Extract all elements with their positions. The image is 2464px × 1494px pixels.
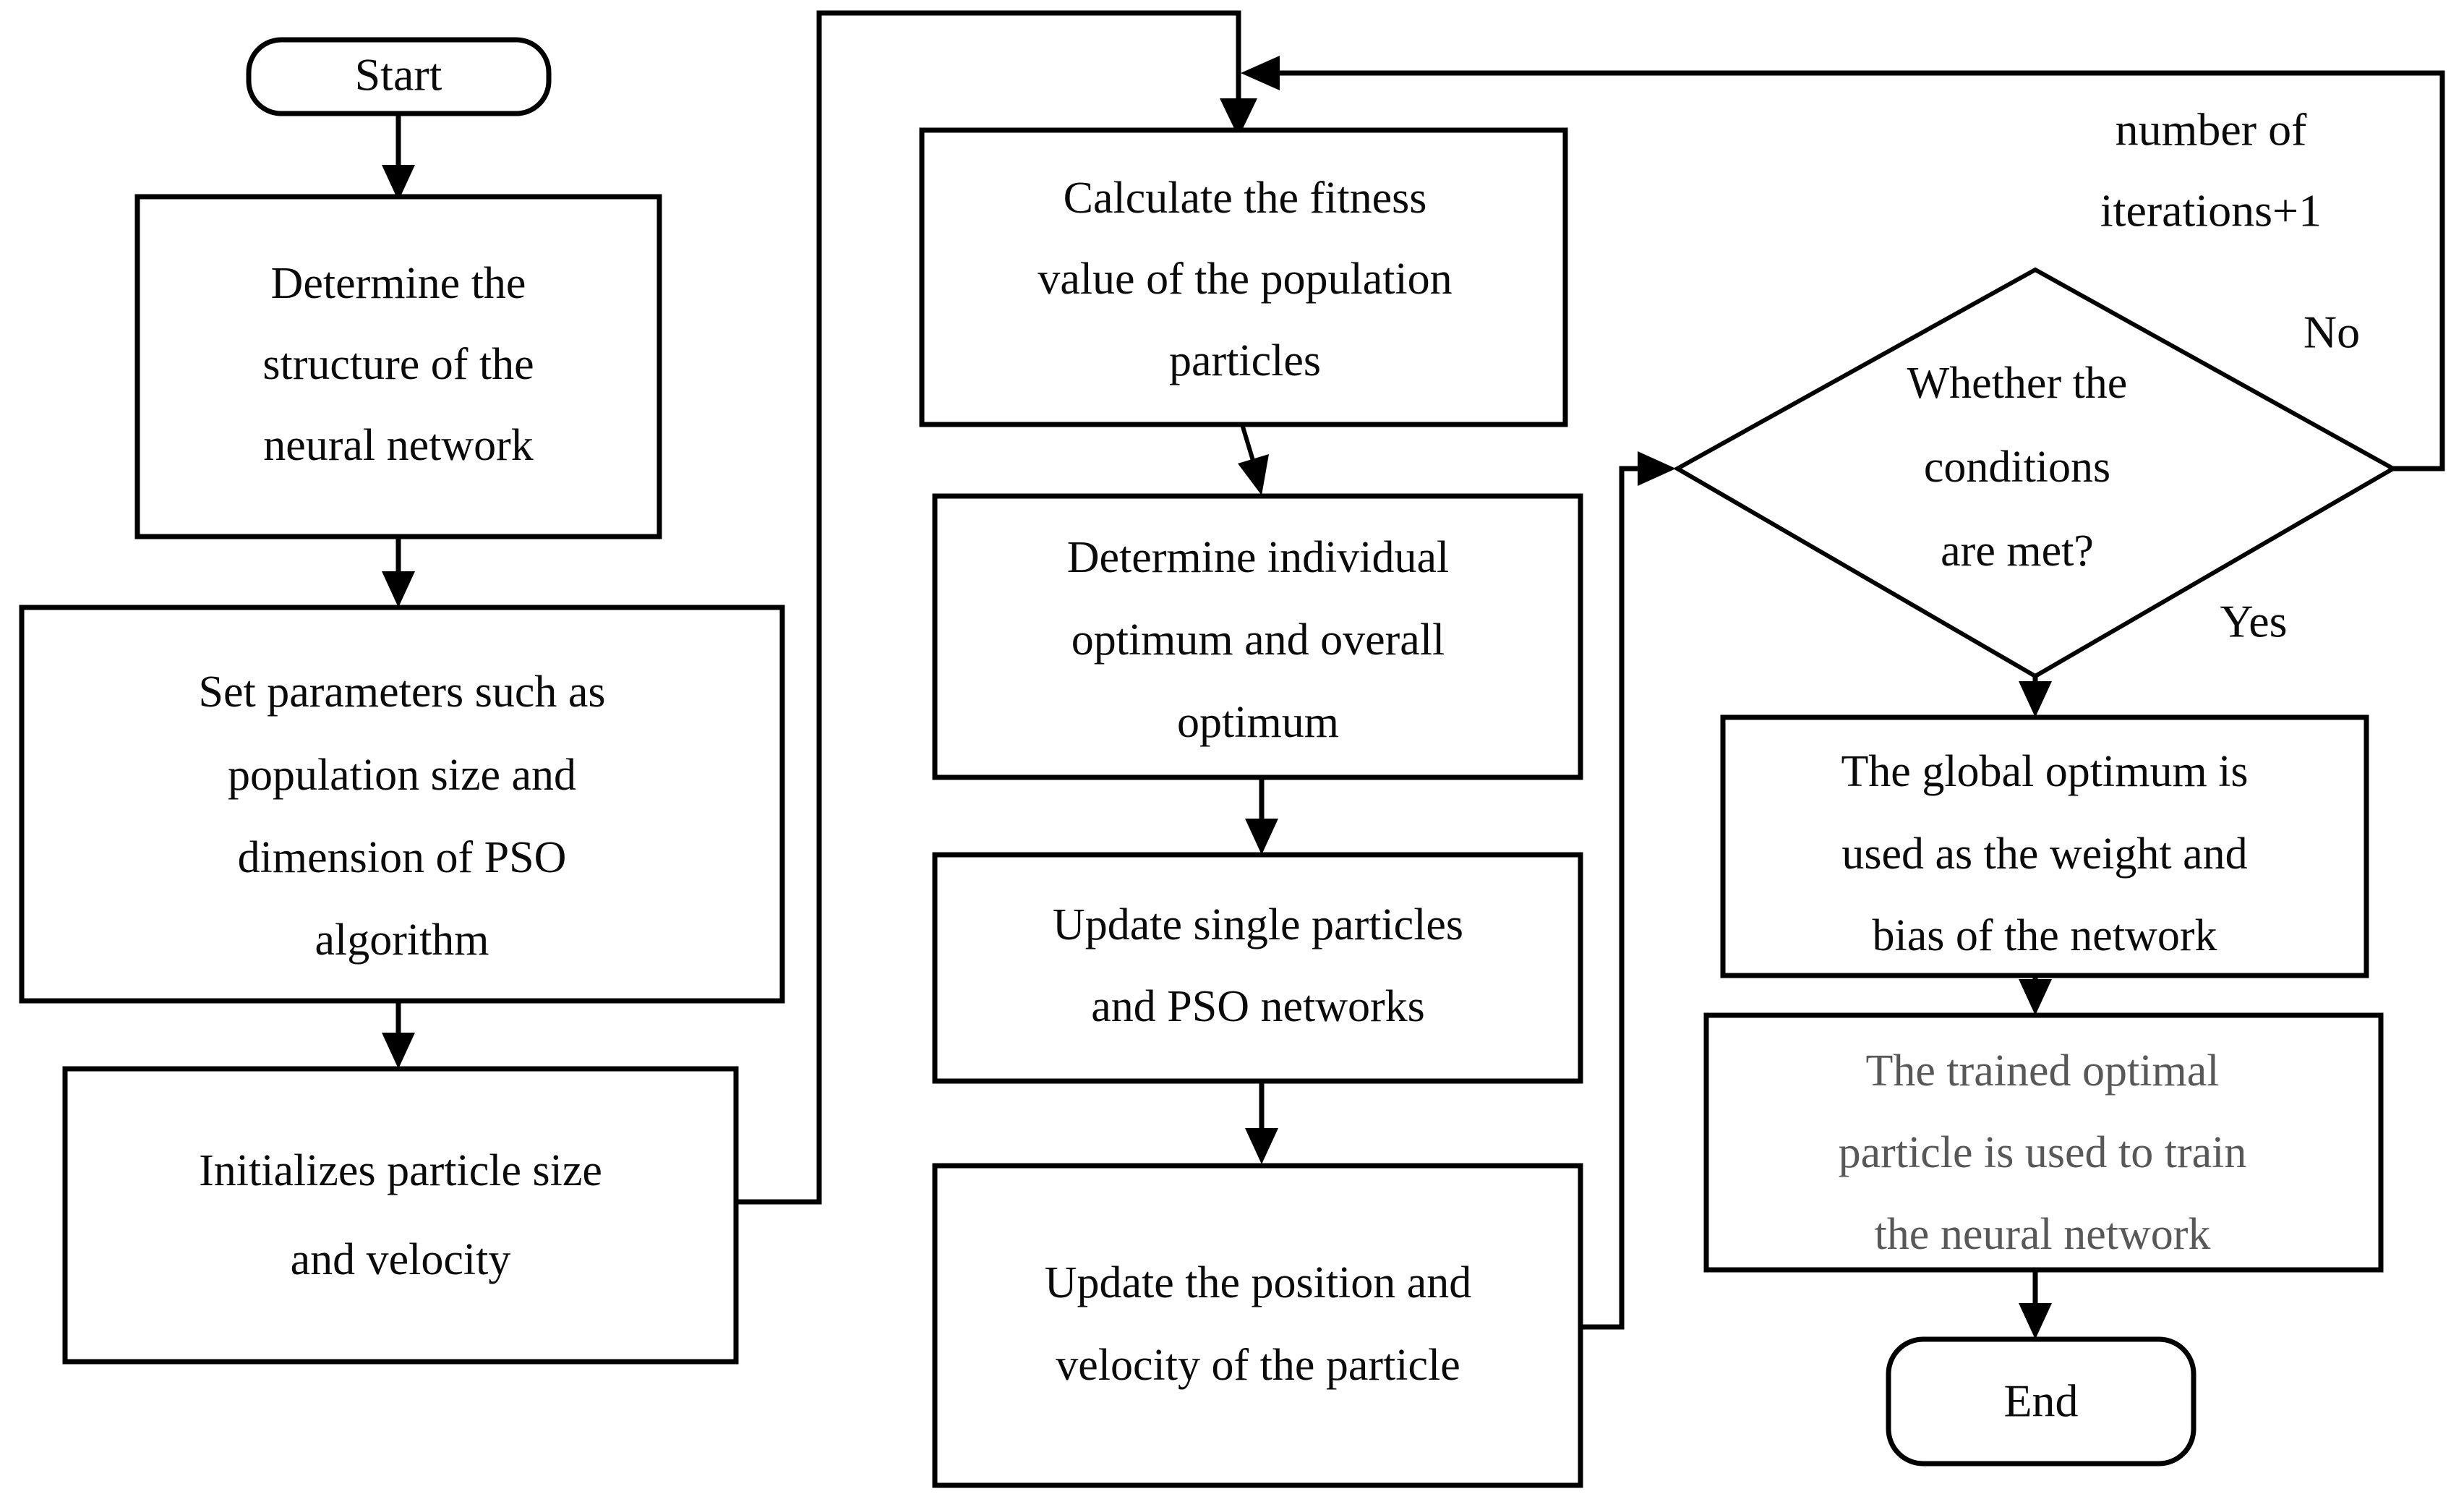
edge-condition-no-loop [1241,56,2445,471]
node-determine-optimum[interactable]: Determine individual optimum and overall… [932,493,1583,780]
node-set-parameters[interactable]: Set parameters such as population size a… [19,605,785,1004]
set-parameters-line-2: population size and [228,751,576,800]
update-position-line-2: velocity of the particle [1056,1341,1460,1390]
label-no-branch: No [2303,307,2360,358]
condition-check-line-1: Whether the [1907,359,2128,408]
condition-check-line-2: conditions [1924,443,2110,492]
calculate-fitness-line-3: particles [1169,336,1321,385]
label-iteration-counter: number of iterations+1 [2100,104,2322,236]
node-determine-structure[interactable]: Determine the structure of the neural ne… [134,194,662,539]
calculate-fitness-line-2: value of the population [1038,255,1452,304]
edge-set-parameters-to-initialize [382,1001,415,1069]
update-position-shape [932,1163,1583,1488]
edge-calculate-fitness-to-determine-optimum [1238,424,1269,495]
determine-structure-line-2: structure of the [262,340,534,389]
iteration-counter-line-2: iterations+1 [2100,185,2322,236]
node-update-particles[interactable]: Update single particles and PSO networks [932,852,1583,1084]
edge-train-network-to-end [2019,1270,2052,1339]
edge-global-optimum-to-train-network [2019,976,2052,1015]
global-optimum-line-3: bias of the network [1873,911,2217,960]
edge-initialize-to-calculate-fitness [736,10,1257,1205]
update-particles-shape [932,852,1583,1084]
update-position-line-1: Update the position and [1045,1258,1472,1307]
set-parameters-line-3: dimension of PSO [238,833,567,882]
calculate-fitness-line-1: Calculate the fitness [1064,174,1427,223]
end-shape [1886,1336,2196,1467]
edge-determine-optimum-to-update-particles [1245,777,1278,855]
node-start[interactable]: Start [246,37,552,116]
determine-structure-line-3: neural network [263,421,534,470]
condition-check-shape [1672,267,2398,679]
train-network-line-2: particle is used to train [1839,1128,2247,1177]
node-condition-check[interactable]: Whether the conditions are met? [1672,267,2398,679]
edge-start-to-determine-structure [382,114,415,201]
node-update-position[interactable]: Update the position and velocity of the … [932,1163,1583,1488]
set-parameters-shape [19,605,785,1004]
condition-check-line-3: are met? [1941,526,2094,576]
update-particles-line-2: and PSO networks [1091,982,1425,1031]
start-label: Start [355,49,442,101]
update-particles-line-1: Update single particles [1053,900,1463,949]
node-initialize-particles[interactable]: Initializes particle size and velocity [62,1066,739,1365]
node-calculate-fitness[interactable]: Calculate the fitness value of the popul… [919,127,1568,427]
edge-determine-structure-to-set-parameters [382,537,415,607]
global-optimum-line-1: The global optimum is [1841,747,2248,796]
start-shape [246,37,552,116]
global-optimum-line-2: used as the weight and [1841,829,2247,879]
end-label: End [2003,1375,2078,1427]
set-parameters-line-4: algorithm [315,915,489,965]
determine-structure-line-1: Determine the [271,259,526,308]
global-optimum-shape [1720,714,2369,978]
edge-update-particles-to-update-position [1245,1081,1278,1164]
determine-optimum-line-1: Determine individual [1067,533,1450,582]
initialize-particles-line-2: and velocity [291,1235,511,1284]
determine-optimum-line-3: optimum [1177,698,1339,747]
determine-structure-shape [134,194,662,539]
label-yes-branch: Yes [2220,596,2287,647]
edge-condition-yes-to-global-optimum [2019,676,2052,717]
initialize-particles-shape [62,1066,739,1365]
calculate-fitness-shape [919,127,1568,427]
determine-optimum-line-2: optimum and overall [1071,615,1445,665]
edge-update-position-to-condition [1576,451,1676,1330]
set-parameters-line-1: Set parameters such as [199,667,606,717]
determine-optimum-shape [932,493,1583,780]
train-network-shape [1703,1012,2384,1273]
node-global-optimum[interactable]: The global optimum is used as the weight… [1720,714,2369,978]
train-network-line-3: the neural network [1875,1210,2211,1259]
node-train-network[interactable]: The trained optimal particle is used to … [1703,1012,2384,1273]
node-end[interactable]: End [1886,1336,2196,1467]
initialize-particles-line-1: Initializes particle size [199,1146,602,1195]
iteration-counter-line-1: number of [2116,104,2308,155]
train-network-line-1: The trained optimal [1866,1046,2220,1096]
